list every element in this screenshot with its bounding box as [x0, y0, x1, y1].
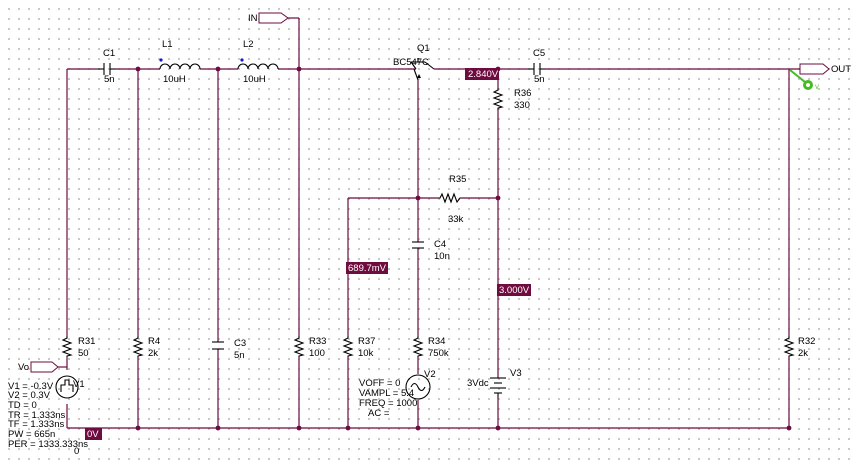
svg-text:V: V — [815, 85, 819, 91]
resistor-r36[interactable]: R36 330 — [492, 88, 531, 111]
r35-name: R35 — [449, 174, 466, 185]
probe-ground-value: 0V — [87, 429, 99, 440]
r4-value: 2k — [148, 348, 158, 359]
q1-name: Q1 — [417, 43, 430, 54]
capacitor-c1[interactable]: C1 5n — [98, 48, 116, 85]
resistor-r32[interactable]: R32 2k — [783, 336, 815, 359]
v1-param: PER = 1333.333ns — [8, 439, 88, 450]
c3-value: 5n — [234, 350, 245, 361]
v3-name: V3 — [510, 368, 522, 379]
ground-node-label: 0 — [74, 446, 79, 457]
resistor-r37[interactable]: R37 10k — [342, 336, 375, 359]
r33-name: R33 — [309, 336, 326, 347]
capacitor-c4[interactable]: C4 10n — [412, 239, 450, 262]
probe-supply[interactable]: 3.000V — [497, 284, 531, 296]
pulse-source-v1[interactable]: V1 V1 = -0.3V V2 = 0.3V TD = 0 TR = 1.33… — [8, 375, 88, 450]
q1-value: BC547C — [393, 57, 429, 68]
c1-name: C1 — [103, 48, 115, 59]
c4-name: C4 — [434, 239, 446, 250]
port-in-label: IN — [248, 13, 258, 24]
probe-collector-value: 2.840V — [468, 69, 499, 80]
v3-value: 3Vdc — [467, 378, 489, 389]
v2-param: VAMPL = 5.4 — [359, 388, 414, 399]
r31-value: 50 — [78, 348, 89, 359]
capacitor-c5[interactable]: C5 5n — [528, 48, 546, 85]
port-vo[interactable]: Vo — [18, 361, 59, 373]
probe-collector[interactable]: 2.840V — [465, 68, 499, 80]
probe-supply-value: 3.000V — [499, 285, 530, 296]
l1-value: 10uH — [163, 74, 186, 85]
v1-param: V2 = 0.3V — [8, 390, 51, 401]
inductor-l1[interactable]: L1 10uH — [159, 39, 201, 85]
probe-base-bias-value: 689.7mV — [348, 263, 387, 274]
r35-value: 33k — [448, 214, 464, 225]
r33-value: 100 — [309, 348, 325, 359]
r37-value: 10k — [358, 348, 374, 359]
v1-param: PW = 665n — [8, 429, 55, 440]
r32-name: R32 — [798, 336, 815, 347]
r34-value: 750k — [428, 348, 449, 359]
r31-name: R31 — [78, 336, 95, 347]
l2-name: L2 — [243, 39, 254, 50]
resistor-r31[interactable]: R31 50 — [61, 336, 95, 359]
v2-name: V2 — [424, 369, 436, 380]
l2-value: 10uH — [243, 74, 266, 85]
probe-base-bias[interactable]: 689.7mV — [346, 262, 388, 274]
port-vo-label: Vo — [18, 362, 29, 373]
port-out-label: OUT — [831, 64, 851, 75]
c5-name: C5 — [533, 48, 545, 59]
c1-value: 5n — [104, 74, 115, 85]
sine-source-v2[interactable]: V2 VOFF = 0 VAMPL = 5.4 FREQ = 1000 AC = — [359, 369, 436, 419]
inductor-l2[interactable]: L2 10uH — [237, 39, 279, 85]
v2-param: AC = — [368, 408, 390, 419]
c4-value: 10n — [434, 251, 450, 262]
junction-dots — [135, 66, 792, 431]
v2-param: FREQ = 1000 — [359, 398, 417, 409]
r37-name: R37 — [358, 336, 375, 347]
r34-name: R34 — [428, 336, 445, 347]
port-in[interactable]: IN — [248, 12, 289, 24]
c5-value: 5n — [534, 74, 545, 85]
resistor-r35[interactable]: R35 33k — [438, 174, 466, 225]
dc-source-v3[interactable]: V3 3Vdc — [467, 368, 522, 398]
resistor-r33[interactable]: R33 100 — [293, 336, 326, 359]
v1-param: TR = 1.333ns — [8, 410, 66, 421]
resistor-r34[interactable]: R34 750k — [412, 336, 449, 359]
v1-param: TF = 1.333ns — [8, 419, 64, 430]
probe-ground[interactable]: 0V — [85, 428, 102, 440]
v1-param: TD = 0 — [8, 400, 37, 411]
v1-param: V1 = -0.3V — [8, 381, 54, 392]
r36-value: 330 — [514, 100, 530, 111]
capacitor-c3[interactable]: C3 5n — [212, 338, 246, 361]
r32-value: 2k — [798, 348, 808, 359]
transistor-q1[interactable]: Q1 BC547C — [393, 43, 435, 81]
resistor-r4[interactable]: R4 2k — [132, 336, 160, 359]
v2-param: VOFF = 0 — [359, 378, 400, 389]
port-out[interactable]: OUT — [799, 63, 851, 75]
c3-name: C3 — [234, 338, 246, 349]
l1-name: L1 — [162, 39, 173, 50]
r36-name: R36 — [514, 88, 531, 99]
v1-name: V1 — [73, 379, 85, 390]
voltage-marker-icon[interactable]: V — [789, 69, 819, 91]
r4-name: R4 — [148, 336, 160, 347]
